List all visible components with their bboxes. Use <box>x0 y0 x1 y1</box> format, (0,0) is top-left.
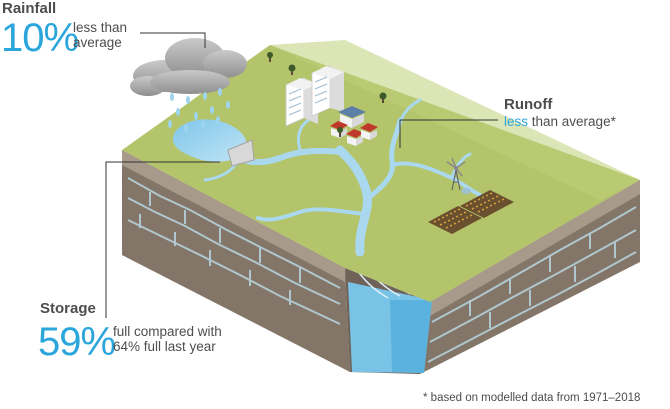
footnote: * based on modelled data from 1971–2018 <box>423 392 641 404</box>
storage-desc-line2: 64% full last year <box>113 339 216 354</box>
left-cliff-rock-pattern <box>127 177 341 325</box>
runoff-desc-accent: less <box>504 114 529 129</box>
dam-wall <box>227 139 255 167</box>
storage-value: 59% <box>38 320 116 364</box>
river-network <box>203 98 502 257</box>
rainfall-desc-line1: less than <box>73 20 128 35</box>
runoff-callout-line <box>399 119 498 148</box>
raindrops <box>168 88 230 132</box>
right-cliff-face <box>420 180 640 374</box>
runoff-title: Runoff <box>504 96 553 113</box>
storage-title: Storage <box>40 300 96 317</box>
house-red-roof-2 <box>346 129 364 146</box>
runoff-description: less than average* <box>504 114 616 129</box>
rain-cloud-icon <box>130 38 247 96</box>
reservoir-water-face <box>390 300 432 373</box>
storage-callout-line <box>105 161 220 318</box>
right-cliff-topsoil <box>430 180 640 316</box>
rainfall-description: less than average <box>73 20 127 50</box>
left-cliff-topsoil <box>122 150 345 282</box>
storage-desc-line1: full compared with <box>113 324 222 339</box>
apartment-building-right <box>311 65 344 117</box>
house-blue-roof <box>338 106 366 128</box>
house-red-roof-1 <box>330 121 348 138</box>
rainfall-value: 10% <box>1 16 79 60</box>
crop-fields <box>428 190 514 234</box>
rainfall-callout-line <box>140 32 206 48</box>
right-cliff-rock-pattern <box>427 206 637 363</box>
house-red-roof-3 <box>360 123 378 140</box>
tree-icons <box>267 52 387 137</box>
storage-description: full compared with 64% full last year <box>113 324 222 354</box>
windmill-icon <box>446 157 471 194</box>
rainfall-desc-line2: average <box>73 35 122 50</box>
rainfall-title: Rainfall <box>2 0 57 17</box>
runoff-desc-rest: than average* <box>528 114 616 129</box>
grass-plateau <box>122 45 640 302</box>
